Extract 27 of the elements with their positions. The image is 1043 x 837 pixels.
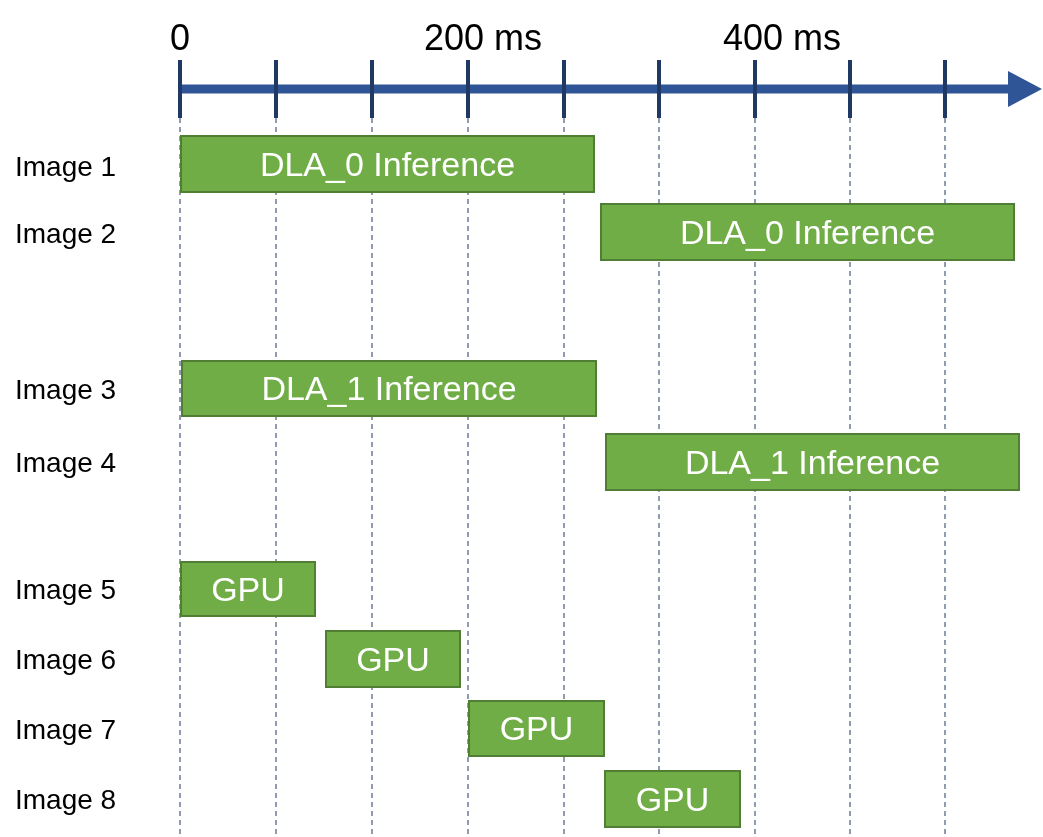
task-label: DLA_0 Inference (679, 212, 936, 252)
task-label: GPU (635, 779, 710, 819)
task-label: GPU (356, 639, 430, 679)
task-bar (604, 770, 741, 828)
row-label: Image 1 (15, 153, 117, 181)
task-label: GPU (499, 709, 574, 748)
row-label: Image 5 (15, 576, 117, 604)
task-label: GPU (211, 569, 285, 609)
task-bar (600, 203, 1015, 261)
row-label: Image 4 (15, 449, 117, 477)
task-label: DLA_1 Inference (261, 369, 517, 408)
row-label: Image 3 (15, 376, 117, 404)
axis-tick-label: 400 ms (723, 20, 842, 56)
task-bar (325, 630, 461, 688)
row-label: Image 2 (15, 220, 117, 248)
task-label: DLA_0 Inference (259, 144, 516, 184)
task-bar (181, 360, 597, 417)
axis-tick-label: 0 (170, 20, 191, 56)
task-label: DLA_1 Inference (684, 442, 941, 482)
task-bar (468, 700, 605, 757)
task-bar (605, 433, 1020, 491)
task-bar (180, 135, 595, 193)
axis-tick-label: 200 ms (424, 20, 543, 56)
row-label: Image 8 (15, 786, 117, 814)
row-label: Image 6 (15, 646, 117, 674)
row-label: Image 7 (15, 716, 117, 744)
task-bar (180, 561, 316, 617)
